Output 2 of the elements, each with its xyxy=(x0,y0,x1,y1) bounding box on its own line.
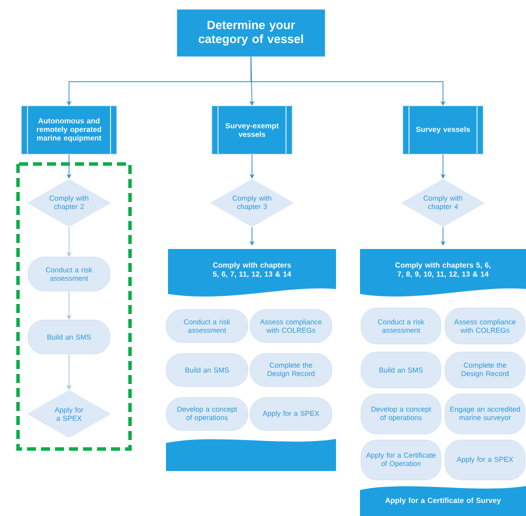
title-box: Determine your category of vessel xyxy=(176,9,326,57)
banner xyxy=(166,439,336,471)
